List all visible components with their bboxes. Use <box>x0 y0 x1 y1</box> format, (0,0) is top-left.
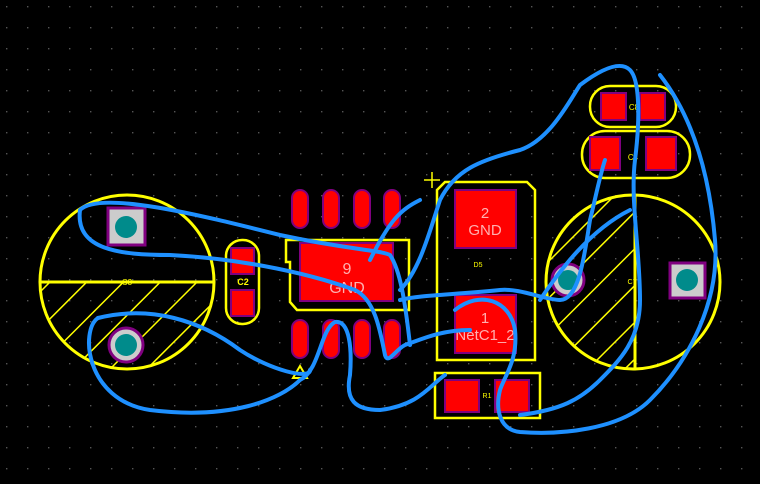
pad2-net: GND <box>468 222 502 239</box>
c8-designator: C8 <box>629 103 640 112</box>
pad-2[interactable] <box>454 189 517 249</box>
freehand-traces <box>77 64 718 435</box>
component-c3[interactable]: C3 <box>38 193 216 372</box>
d5-designator: D5 <box>474 262 483 269</box>
c4-designator: C4 <box>628 153 639 162</box>
component-c2[interactable]: C2 <box>224 238 261 326</box>
pad9-number: 9 <box>343 261 352 278</box>
pad1-number: 1 <box>481 310 489 327</box>
component-c8[interactable]: C8 <box>588 84 678 129</box>
origin-crosshair-icon <box>424 172 440 188</box>
c3-designator: C3 <box>122 278 133 287</box>
pad2-number: 2 <box>481 205 489 222</box>
r1-designator: R1 <box>483 393 492 400</box>
component-d5[interactable]: 2 GND 1 NetC1_2 D5 <box>435 180 537 362</box>
c7-designator: C7 <box>628 279 637 286</box>
c2-designator: C2 <box>237 277 249 287</box>
